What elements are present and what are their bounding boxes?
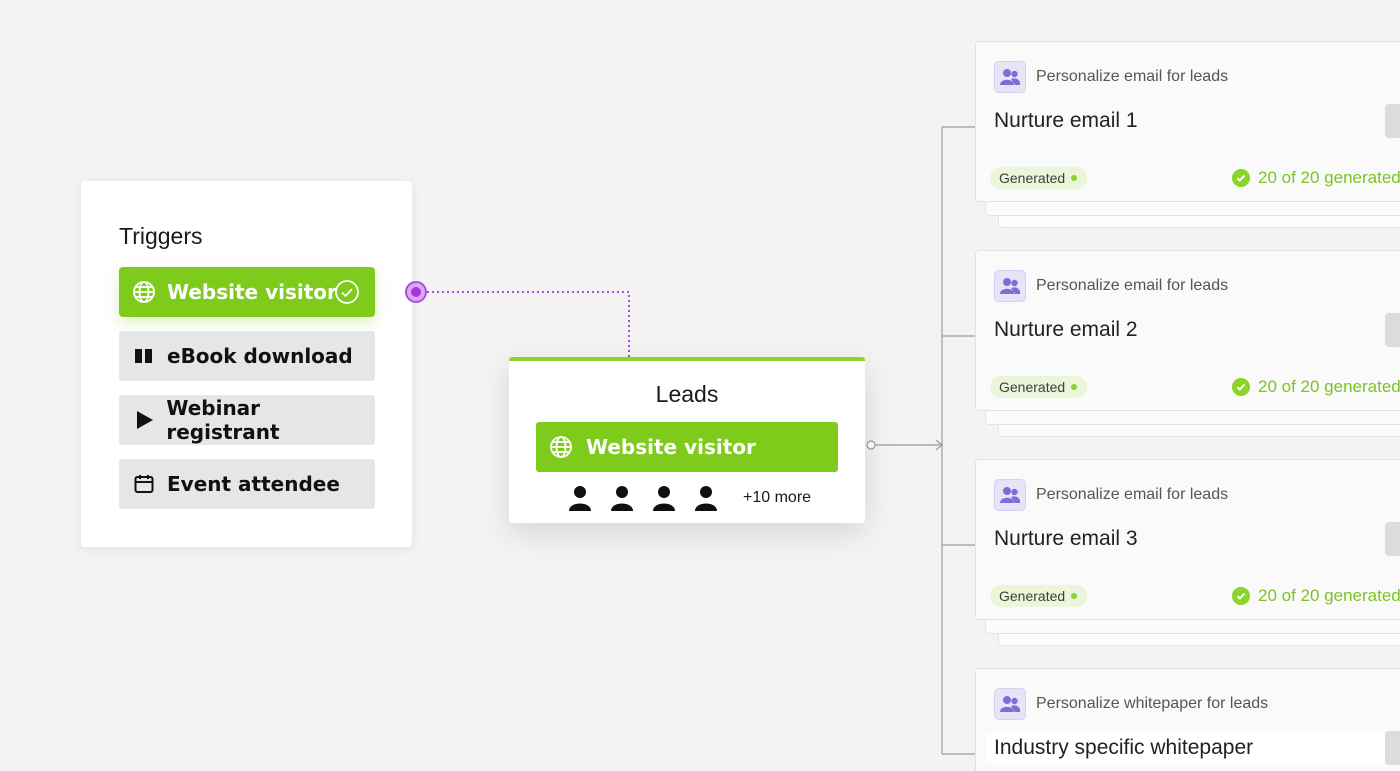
trigger-label: Website visitor <box>167 280 337 304</box>
action-card-nurture-email-3[interactable]: Personalize email for leads Nurture emai… <box>975 459 1400 620</box>
leads-people-row: +10 more <box>569 485 811 511</box>
action-card-nurture-email-2[interactable]: Personalize email for leads Nurture emai… <box>975 250 1400 411</box>
check-circle-icon <box>1232 169 1250 187</box>
generation-progress: 20 of 20 generated <box>1232 586 1400 606</box>
status-badge: Generated <box>990 585 1088 607</box>
status-badge: Generated <box>990 167 1088 189</box>
mail-icon[interactable] <box>1385 522 1400 556</box>
globe-icon <box>131 279 157 305</box>
card-title: Industry specific whitepaper <box>986 733 1400 763</box>
more-leads-count[interactable]: +10 more <box>743 489 812 506</box>
people-icon <box>994 688 1026 720</box>
card-title: Nurture email 1 <box>994 109 1138 132</box>
people-icon <box>994 270 1026 302</box>
card-type-label: Personalize whitepaper for leads <box>1036 695 1269 712</box>
check-circle-icon <box>1232 587 1250 605</box>
trigger-ebook-download[interactable]: eBook download <box>119 331 375 381</box>
card-type-label: Personalize email for leads <box>1036 68 1229 85</box>
trigger-label: Webinar registrant <box>166 396 280 444</box>
trigger-event-attendee[interactable]: Event attendee <box>119 459 375 509</box>
leads-source-chip: Website visitor <box>536 422 838 472</box>
triggers-panel: Triggers Website visitor eBook download … <box>81 181 412 547</box>
leads-title: Leads <box>655 381 719 407</box>
person-icon <box>611 486 633 511</box>
person-icon <box>653 486 675 511</box>
card-type-label: Personalize email for leads <box>1036 277 1229 294</box>
card-stack-shadow <box>985 411 1400 425</box>
trigger-output-port[interactable] <box>405 281 427 303</box>
generation-progress: 20 of 20 generated <box>1232 377 1400 397</box>
check-circle-icon <box>334 279 360 310</box>
triggers-title: Triggers <box>119 223 203 249</box>
book-icon <box>131 343 157 369</box>
card-stack-shadow <box>985 202 1400 216</box>
trigger-to-leads-connector <box>427 291 630 357</box>
leads-node[interactable]: Leads Website visitor +10 more <box>509 357 865 523</box>
trigger-webinar-registrant[interactable]: Webinar registrant <box>119 395 375 445</box>
action-card-industry-whitepaper[interactable]: Personalize whitepaper for leads Industr… <box>975 668 1400 771</box>
check-circle-icon <box>1232 378 1250 396</box>
card-title: Nurture email 2 <box>994 318 1138 341</box>
trigger-label: Event attendee <box>167 472 340 496</box>
generation-progress: 20 of 20 generated <box>1232 168 1400 188</box>
play-icon <box>131 407 156 433</box>
leads-source-label: Website visitor <box>586 435 756 459</box>
people-icon <box>994 479 1026 511</box>
globe-icon <box>548 434 574 460</box>
card-stack-shadow <box>985 620 1400 634</box>
status-badge: Generated <box>990 376 1088 398</box>
leads-output-port <box>866 440 876 450</box>
card-type-label: Personalize email for leads <box>1036 486 1229 503</box>
mail-icon[interactable] <box>1385 313 1400 347</box>
person-icon <box>569 486 591 511</box>
trigger-website-visitor[interactable]: Website visitor <box>119 267 375 317</box>
trigger-label: eBook download <box>167 344 353 368</box>
mail-icon[interactable] <box>1385 104 1400 138</box>
calendar-icon <box>131 471 157 497</box>
card-title: Nurture email 3 <box>994 527 1138 550</box>
person-icon <box>695 486 717 511</box>
mail-icon[interactable] <box>1385 731 1400 765</box>
people-icon <box>994 61 1026 93</box>
action-card-nurture-email-1[interactable]: Personalize email for leads Nurture emai… <box>975 41 1400 202</box>
